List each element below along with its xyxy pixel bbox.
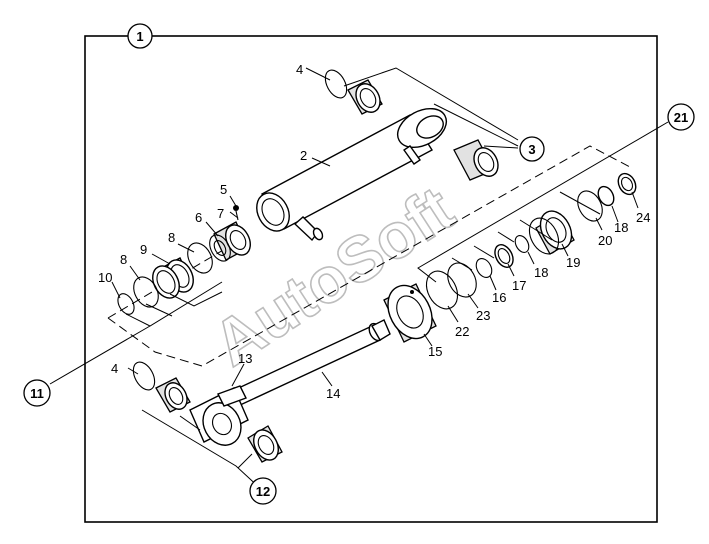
callout-12: 12 bbox=[249, 477, 277, 505]
ring-18b bbox=[597, 185, 615, 207]
o-ring-22 bbox=[425, 270, 459, 310]
part-labels: 2 4 4 5 6 7 8 8 9 10 13 14 15 16 17 18 1… bbox=[98, 62, 650, 401]
diagram-frame bbox=[84, 35, 658, 523]
gland-15 bbox=[383, 283, 437, 343]
callout-21: 21 bbox=[667, 103, 695, 131]
leader-lines bbox=[49, 67, 669, 491]
piston-19 bbox=[528, 210, 575, 255]
label-2: 2 bbox=[300, 148, 307, 163]
callout-3: 3 bbox=[519, 136, 545, 162]
label-8-a: 8 bbox=[120, 252, 127, 267]
label-5: 5 bbox=[220, 182, 227, 197]
label-15: 15 bbox=[428, 344, 442, 359]
grease-fitting bbox=[233, 205, 239, 221]
bushing-right bbox=[453, 139, 499, 181]
piston-rod bbox=[189, 319, 391, 446]
nut-24 bbox=[617, 172, 637, 196]
svg-text:21: 21 bbox=[674, 110, 688, 125]
label-23: 23 bbox=[476, 308, 490, 323]
label-13: 13 bbox=[238, 351, 252, 366]
ring-16 bbox=[475, 258, 493, 278]
label-4-bottom: 4 bbox=[111, 361, 118, 376]
label-6: 6 bbox=[195, 210, 202, 225]
callout-1: 1 bbox=[127, 23, 153, 49]
label-14: 14 bbox=[326, 386, 340, 401]
label-8-b: 8 bbox=[168, 230, 175, 245]
o-ring-23 bbox=[447, 262, 477, 298]
snap-ring-top bbox=[324, 69, 348, 99]
seal-9 bbox=[152, 257, 194, 299]
bushing-bottom-left bbox=[155, 377, 191, 413]
label-18-a: 18 bbox=[534, 265, 548, 280]
label-9: 9 bbox=[140, 242, 147, 257]
seal-ring-8b bbox=[187, 242, 213, 274]
callout-11: 11 bbox=[23, 379, 51, 407]
ring-10 bbox=[117, 293, 135, 315]
label-16: 16 bbox=[492, 290, 506, 305]
snap-ring-bottom bbox=[132, 361, 156, 391]
bushing-bottom-right bbox=[247, 425, 283, 463]
label-17: 17 bbox=[512, 278, 526, 293]
ring-17 bbox=[494, 244, 514, 268]
ring-18a bbox=[514, 235, 530, 253]
svg-text:1: 1 bbox=[136, 29, 143, 44]
piston-head bbox=[209, 221, 251, 262]
svg-text:11: 11 bbox=[30, 386, 44, 401]
label-4-top: 4 bbox=[296, 62, 303, 77]
barrel-part bbox=[256, 107, 448, 242]
svg-text:3: 3 bbox=[528, 142, 535, 157]
label-18-b: 18 bbox=[614, 220, 628, 235]
svg-text:12: 12 bbox=[256, 484, 270, 499]
label-7: 7 bbox=[217, 206, 224, 221]
label-20: 20 bbox=[598, 233, 612, 248]
label-10: 10 bbox=[98, 270, 112, 285]
label-22: 22 bbox=[455, 324, 469, 339]
label-19: 19 bbox=[566, 255, 580, 270]
label-24: 24 bbox=[636, 210, 650, 225]
bushing-top bbox=[347, 79, 383, 115]
